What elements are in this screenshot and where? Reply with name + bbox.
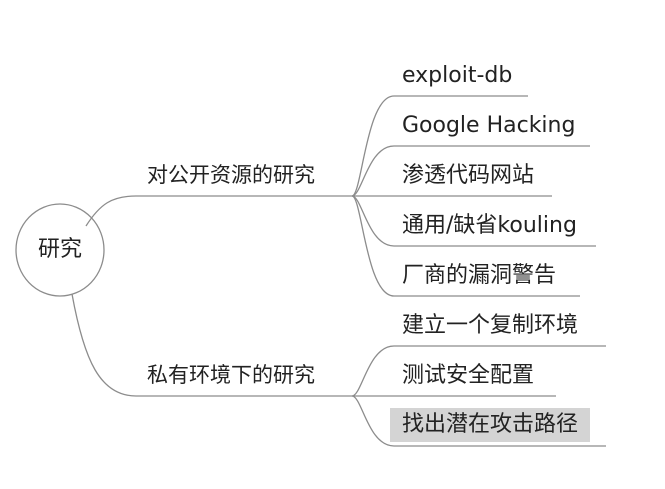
branch-private-environment[interactable]: 私有环境下的研究 [147, 363, 315, 387]
leaf-exploit-db[interactable]: exploit-db [402, 63, 513, 88]
connector-leaf-1-5 [351, 195, 580, 297]
leaf-vendor-advisories[interactable]: 厂商的漏洞警告 [402, 263, 557, 288]
leaf-exploit-code-sites[interactable]: 渗透代码网站 [402, 163, 535, 188]
connector-leaf-1-1 [351, 95, 528, 197]
root-node-label[interactable]: 研究 [38, 237, 83, 262]
connector-leaf-2-3 [351, 395, 606, 447]
connector-leaf-1-2 [351, 145, 590, 197]
connector-leaf-2-1 [351, 345, 606, 397]
leaf-build-replica-env[interactable]: 建立一个复制环境 [402, 313, 579, 338]
branch-public-resources[interactable]: 对公开资源的研究 [147, 163, 315, 187]
leaf-find-attack-paths-selected[interactable]: 找出潜在攻击路径 [390, 408, 591, 442]
connector-root-branch-2 [71, 293, 352, 397]
connector-leaf-1-4 [351, 195, 596, 247]
root-node-circle [15, 203, 105, 297]
leaf-google-hacking[interactable]: Google Hacking [402, 113, 576, 138]
leaf-default-credentials[interactable]: 通用/缺省kouling [402, 213, 577, 238]
leaf-test-security-config[interactable]: 测试安全配置 [402, 363, 535, 388]
connector-root-branch-1 [85, 195, 352, 227]
